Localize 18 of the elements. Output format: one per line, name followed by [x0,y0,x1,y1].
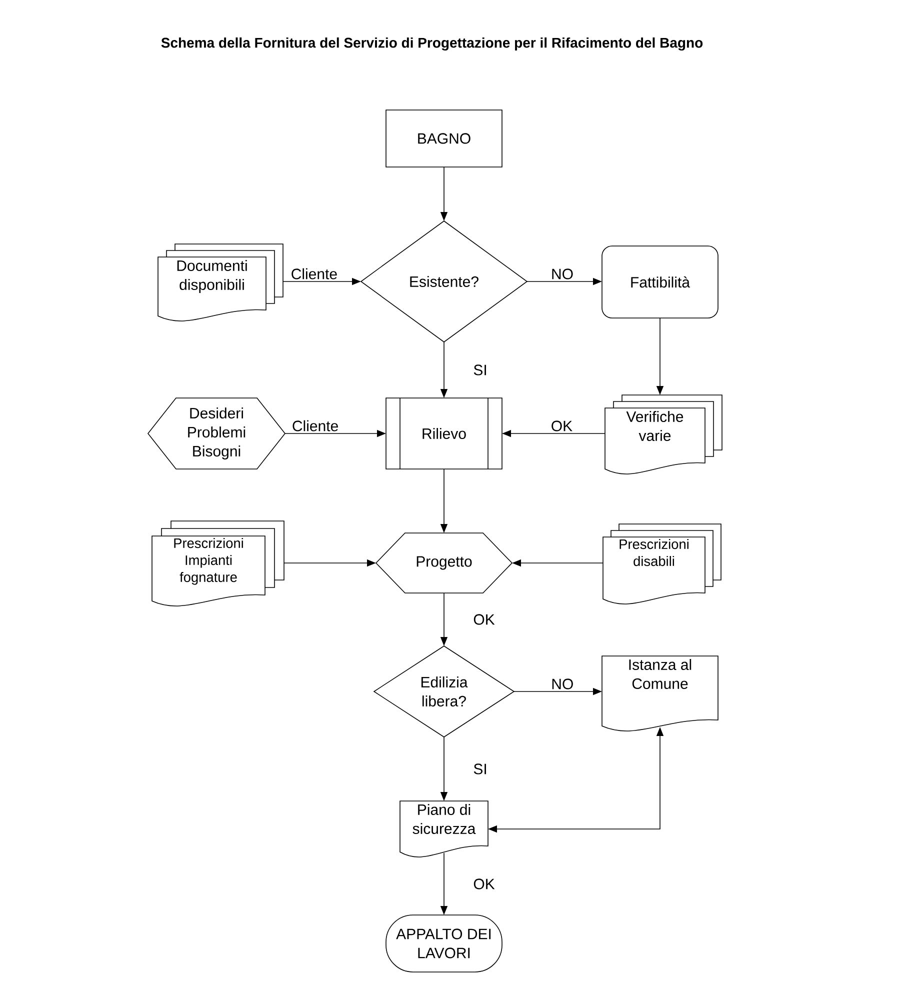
document-stack: Documenti disponibili [158,244,284,322]
predefined-process-box: Rilievo [386,398,502,470]
document-stack: Prescrizioni Impianti fognature [152,520,284,606]
document-stack: Prescrizioni disabili [602,524,722,604]
document-stack: Verifiche varie [604,394,722,474]
edge-label: Cliente [292,420,338,432]
edge-label: OK [474,878,495,890]
title: Schema della Fornitura del Servizio di Progettazione per il Rifacimento del Bagno [161,37,703,51]
hexagon: Desideri Problemi Bisogni [148,398,286,470]
edge-label: OK [552,420,572,432]
edge-label: NO [552,678,573,690]
process-box: BAGNO [386,110,502,168]
rounded-box: Fattibilità [602,246,718,318]
edge-label: NO [552,268,573,280]
edge-label: Cliente [292,268,337,280]
edge-label: SI [474,764,486,774]
edge-label: SI [474,364,486,376]
edge-label: OK [474,614,495,625]
